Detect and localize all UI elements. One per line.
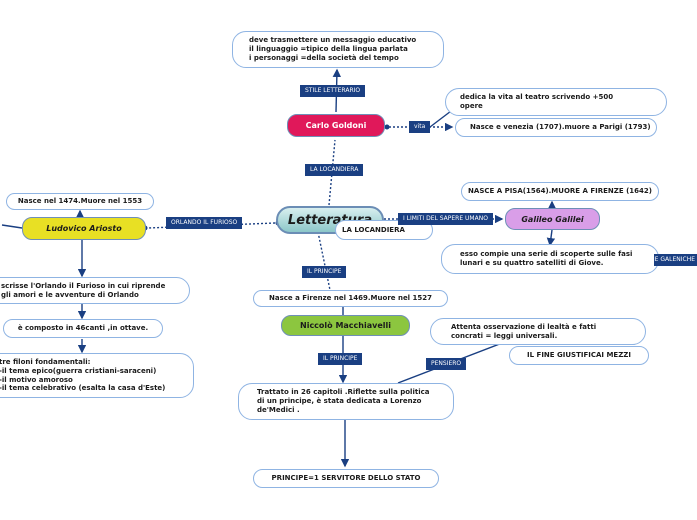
- orlando-summary-line-1: scrisse l'Orlando il Furioso in cui ripr…: [1, 281, 166, 290]
- machiavelli-dates[interactable]: Nasce a Firenze nel 1469.Muore nel 1527: [253, 290, 448, 307]
- goldoni-vita-works-line-2: opere: [460, 102, 483, 110]
- orlando-filoni-line-2: -il tema epico(guerra cristiani-saraceni…: [0, 366, 157, 375]
- locandiera-node[interactable]: LA LOCANDIERA: [335, 220, 433, 240]
- orlando-canti[interactable]: è composto in 46canti ,in ottave.: [3, 319, 163, 338]
- galileo-dates-text: NASCE A PISA(1564).MUORE A FIRENZE (1642…: [468, 187, 652, 196]
- tag-limiti-sapere[interactable]: I LIMITI DEL SAPERE UMANO: [398, 213, 493, 225]
- galileo-scoperte[interactable]: esso compie una serie di scoperte sulle …: [441, 244, 659, 274]
- goldoni-style-line-3: i personaggi =della società del tempo: [249, 53, 399, 62]
- ariosto-dates[interactable]: Nasce nel 1474.Muore nel 1553: [6, 193, 154, 210]
- fine-mezzi-node[interactable]: IL FINE GIUSTIFICAI MEZZI: [509, 346, 649, 365]
- trattato-node[interactable]: Trattato in 26 capitoli .Riflette sulla …: [238, 383, 454, 420]
- osservazione-line-1: Attenta osservazione di lealtà e fatti: [451, 322, 597, 331]
- goldoni-style-line-2: il linguaggio =tipico della lingua parla…: [249, 45, 408, 54]
- galileo-scoperte-line-1: esso compie una serie di scoperte sulle …: [460, 250, 633, 259]
- orlando-filoni-line-1: tre filoni fondamentali:: [0, 358, 91, 366]
- tag-orlando-furioso[interactable]: ORLANDO IL FURIOSO: [166, 217, 243, 229]
- tag-la-locandiera[interactable]: LA LOCANDIERA: [305, 164, 364, 176]
- orlando-filoni[interactable]: tre filoni fondamentali: -il tema epico(…: [0, 353, 194, 398]
- galileo-name: Galileo Galilei: [521, 214, 584, 224]
- tag-il-principe-2[interactable]: IL PRINCIPE: [318, 353, 363, 365]
- principe-servitore-text: PRINCIPE=1 SERVITORE DELLO STATO: [271, 474, 421, 483]
- ariosto-dates-text: Nasce nel 1474.Muore nel 1553: [17, 197, 143, 206]
- galileo-scoperte-line-2: lunari e su quattro satelliti di Giove.: [460, 259, 604, 267]
- orlando-canti-text: è composto in 46canti ,in ottave.: [17, 324, 149, 333]
- goldoni-style-line-1: deve trasmettere un messaggio educativo: [249, 36, 417, 45]
- orlando-filoni-line-4: -il tema celebrativo (esalta la casa d'E…: [0, 384, 166, 393]
- locandiera-text: LA LOCANDIERA: [342, 225, 405, 234]
- galileo-dates[interactable]: NASCE A PISA(1564).MUORE A FIRENZE (1642…: [461, 182, 659, 201]
- ariosto-node[interactable]: Ludovico Ariosto: [22, 217, 146, 240]
- orlando-summary[interactable]: scrisse l'Orlando il Furioso in cui ripr…: [0, 277, 190, 304]
- goldoni-name: Carlo Goldoni: [305, 121, 367, 130]
- tag-il-principe[interactable]: IL PRINCIPE: [302, 266, 347, 278]
- principe-servitore-node[interactable]: PRINCIPE=1 SERVITORE DELLO STATO: [253, 469, 439, 488]
- fine-mezzi-text: IL FINE GIUSTIFICAI MEZZI: [527, 351, 631, 360]
- ariosto-name: Ludovico Ariosto: [46, 224, 122, 233]
- osservazione-node[interactable]: Attenta osservazione di lealtà e fatti c…: [430, 318, 646, 345]
- goldoni-vita-works[interactable]: dedica la vita al teatro scrivendo +500 …: [445, 88, 667, 116]
- tag-scoperte-teorie[interactable]: SCOPERTE TEORIE GALENICHE: [654, 254, 697, 266]
- osservazione-line-2: concrati = leggi universali.: [451, 331, 558, 340]
- trattato-line-2: di un principe, è stata dedicata a Loren…: [257, 397, 422, 406]
- goldoni-node[interactable]: Carlo Goldoni: [287, 114, 385, 137]
- goldoni-vita-works-line-1: dedica la vita al teatro scrivendo +500: [460, 93, 614, 102]
- trattato-line-1: Trattato in 26 capitoli .Riflette sulla …: [257, 388, 430, 397]
- machiavelli-dates-text: Nasce a Firenze nel 1469.Muore nel 1527: [268, 294, 433, 303]
- goldoni-style-note[interactable]: deve trasmettere un messaggio educativo …: [232, 31, 444, 68]
- galileo-node[interactable]: Galileo Galilei: [505, 208, 600, 230]
- goldoni-vita-dates-text: Nasce e venezia (1707).muore a Parigi (1…: [470, 123, 651, 132]
- tag-stile-letterario[interactable]: STILE LETTERARIO: [300, 85, 366, 97]
- machiavelli-node[interactable]: Niccolò Macchiavelli: [281, 315, 410, 336]
- trattato-line-3: de'Medici .: [257, 405, 300, 414]
- tag-pensiero[interactable]: PENSIERO: [426, 358, 467, 370]
- machiavelli-name: Niccolò Macchiavelli: [300, 321, 391, 330]
- orlando-summary-line-2: gli amori e le avventure di Orlando: [1, 290, 139, 299]
- orlando-filoni-line-3: -il motivo amoroso: [0, 375, 73, 384]
- tag-vita[interactable]: vita: [409, 121, 431, 133]
- goldoni-vita-dates[interactable]: Nasce e venezia (1707).muore a Parigi (1…: [455, 118, 657, 137]
